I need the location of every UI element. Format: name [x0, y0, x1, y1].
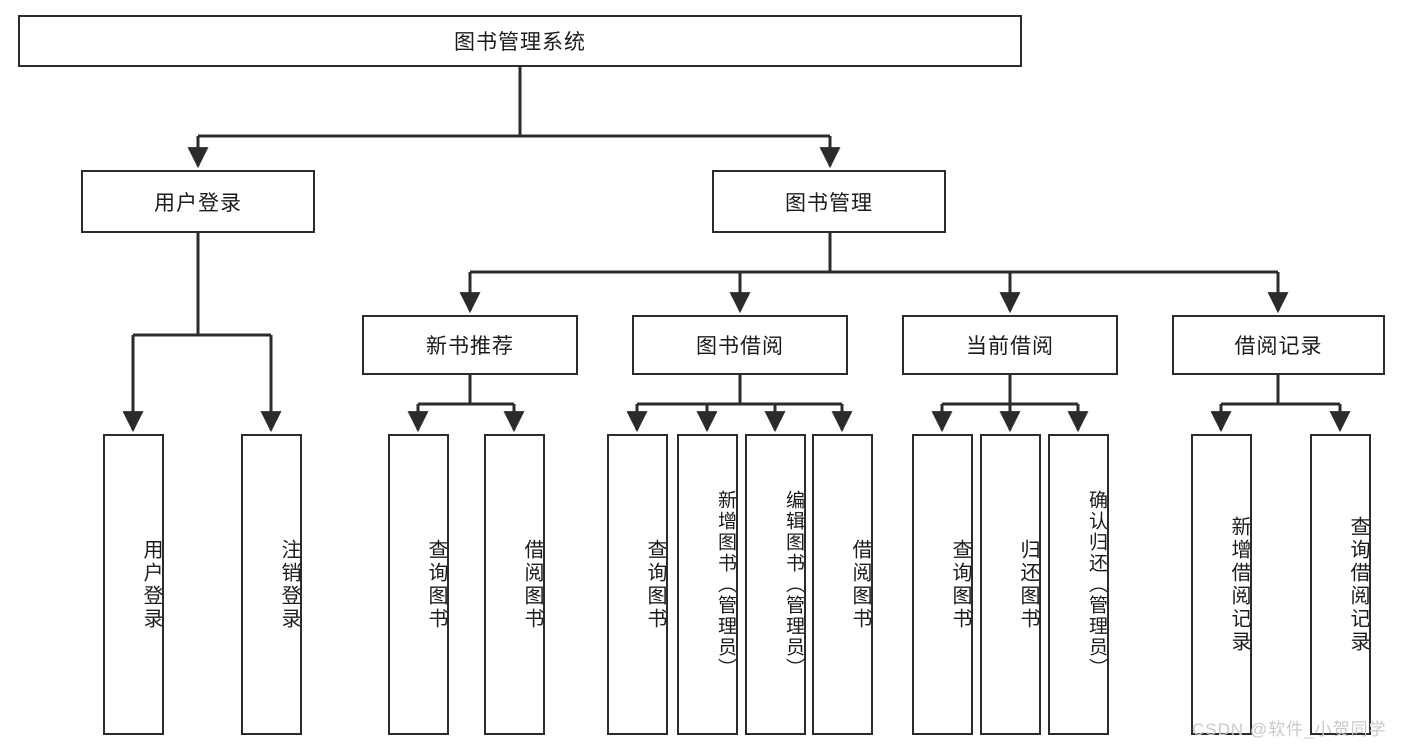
node-label: 借阅图书	[521, 538, 543, 631]
leaf-current-query-book[interactable]: 查询图书	[912, 434, 973, 735]
node-label: 图书管理系统	[454, 31, 586, 54]
leaf-user-login-login[interactable]: 用户登录	[103, 434, 164, 735]
leaf-recommend-borrow-book[interactable]: 借阅图书	[484, 434, 545, 735]
node-borrow-record[interactable]: 借阅记录	[1172, 315, 1385, 375]
node-user-login[interactable]: 用户登录	[81, 170, 315, 233]
node-label: 归还图书	[1017, 538, 1039, 631]
node-label: 确认归还（管理员）	[1086, 490, 1107, 679]
node-label: 用户登录	[154, 191, 242, 215]
leaf-borrow-edit-book-admin[interactable]: 编辑图书（管理员）	[745, 434, 806, 735]
node-book-borrow[interactable]: 图书借阅	[632, 315, 848, 375]
node-root-system[interactable]: 图书管理系统	[18, 15, 1022, 67]
node-label: 当前借阅	[966, 335, 1054, 358]
node-label: 借阅记录	[1234, 335, 1323, 358]
node-label: 借阅图书	[849, 538, 871, 631]
leaf-current-confirm-return-admin[interactable]: 确认归还（管理员）	[1048, 434, 1109, 735]
leaf-record-add-record[interactable]: 新增借阅记录	[1191, 434, 1252, 735]
node-label: 图书借阅	[696, 335, 784, 358]
leaf-borrow-query-book[interactable]: 查询图书	[607, 434, 668, 735]
leaf-borrow-add-book-admin[interactable]: 新增图书（管理员）	[677, 434, 738, 735]
node-label: 注销登录	[278, 538, 300, 631]
node-label: 查询图书	[425, 538, 447, 631]
leaf-recommend-query-book[interactable]: 查询图书	[388, 434, 449, 735]
node-label: 编辑图书（管理员）	[783, 490, 804, 679]
leaf-current-return-book[interactable]: 归还图书	[980, 434, 1041, 735]
leaf-borrow-borrow-book[interactable]: 借阅图书	[812, 434, 873, 735]
node-label: 图书管理	[785, 191, 873, 215]
node-label: 新增图书（管理员）	[715, 490, 736, 679]
node-current-borrow[interactable]: 当前借阅	[902, 315, 1118, 375]
csdn-watermark: CSDN @软件_小贺同学	[1192, 720, 1387, 739]
node-label: 查询借阅记录	[1347, 515, 1369, 654]
node-book-management[interactable]: 图书管理	[712, 170, 946, 233]
leaf-record-query-record[interactable]: 查询借阅记录	[1310, 434, 1371, 735]
node-label: 新增借阅记录	[1228, 515, 1250, 654]
leaf-user-login-logout[interactable]: 注销登录	[241, 434, 302, 735]
node-label: 用户登录	[140, 538, 162, 631]
node-label: 查询图书	[949, 538, 971, 631]
node-label: 查询图书	[644, 538, 666, 631]
node-label: 新书推荐	[426, 335, 514, 358]
node-new-book-recommend[interactable]: 新书推荐	[362, 315, 578, 375]
